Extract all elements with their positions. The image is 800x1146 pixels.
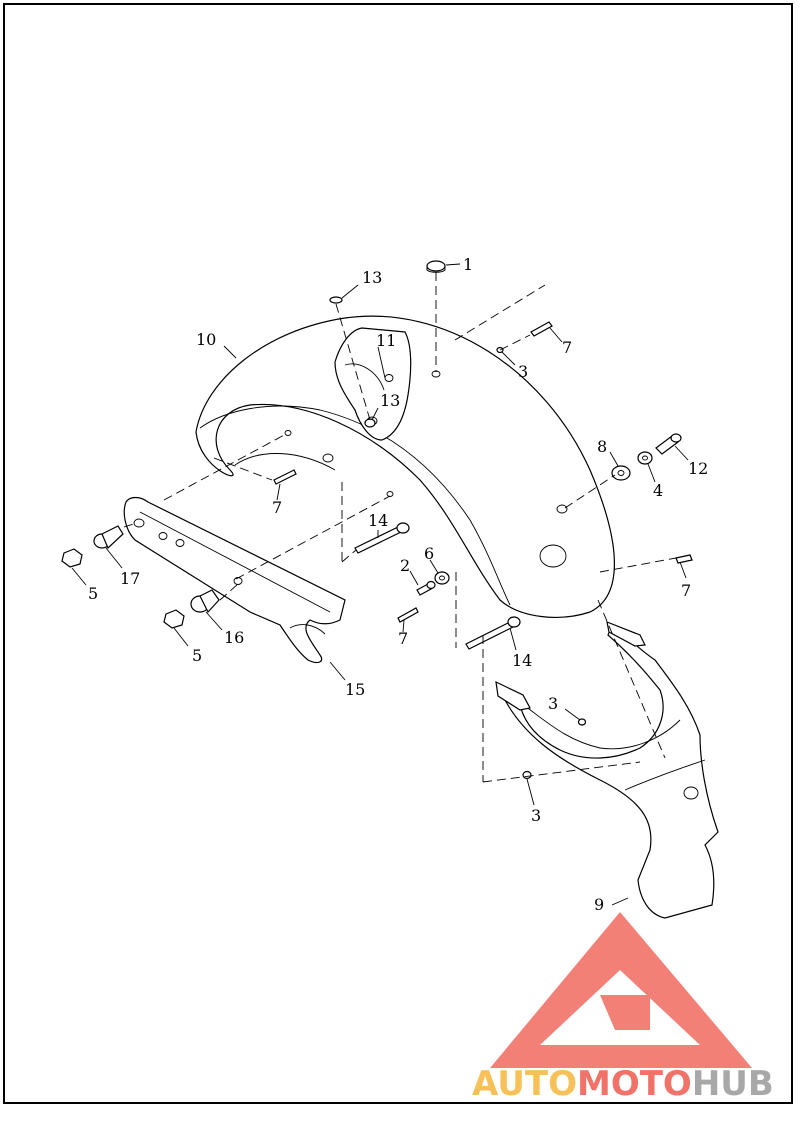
callout-7-left: 7 [272, 498, 282, 517]
washer-part-3-middle [577, 718, 587, 726]
callout-9: 9 [594, 895, 604, 914]
screw-part-7-left [273, 469, 297, 485]
callout-14-lower: 14 [512, 651, 532, 670]
washer-part-3-lower [522, 770, 532, 780]
nut-part-5-lower [163, 609, 185, 629]
callout-10: 10 [196, 330, 216, 349]
callout-4: 4 [653, 481, 663, 500]
alignment-lines [123, 272, 677, 783]
grommet-part-6 [434, 571, 450, 585]
leader-lines [71, 263, 689, 906]
callout-13-top: 13 [362, 268, 382, 287]
bushing-part-16 [190, 589, 220, 614]
bushing-part-17 [93, 525, 124, 550]
washer-part-4 [637, 451, 653, 465]
callout-1: 1 [463, 255, 473, 274]
callout-7-upper-right: 7 [562, 338, 572, 357]
nut-part-5-upper [61, 548, 83, 568]
bolt-part-12 [655, 433, 682, 455]
screw-part-7-center [397, 607, 419, 623]
callout-2: 2 [400, 556, 410, 575]
fender-bracket [334, 327, 412, 441]
callout-5-upper: 5 [88, 584, 98, 603]
watermark-word-auto: AUTO [472, 1064, 577, 1104]
callout-3-lower: 3 [531, 806, 541, 825]
screw-part-7-right [675, 554, 693, 564]
callout-labels: 1 2 3 3 3 4 5 5 6 7 7 7 7 8 9 10 11 12 1… [88, 255, 708, 914]
callout-6: 6 [424, 544, 434, 563]
screw-part-7-upper-right [530, 321, 553, 337]
callout-13-lower: 13 [380, 391, 400, 410]
callout-12: 12 [688, 459, 708, 478]
callout-3-middle: 3 [548, 694, 558, 713]
fender-support-rail [123, 496, 346, 664]
lower-fender-extension [495, 621, 719, 919]
callout-17: 17 [120, 569, 140, 588]
callout-3-upper: 3 [518, 362, 528, 381]
plug-part-1 [426, 260, 446, 273]
watermark-word-moto: MOTO [577, 1064, 692, 1104]
screw-part-2 [416, 580, 436, 596]
callout-15: 15 [345, 680, 365, 699]
rear-fender [195, 315, 615, 618]
callout-5-lower: 5 [192, 646, 202, 665]
drawing-frame [3, 3, 793, 1104]
callout-16: 16 [224, 628, 244, 647]
clip-part-13-top [329, 296, 343, 304]
callout-7-right: 7 [681, 581, 691, 600]
callout-11: 11 [376, 331, 396, 350]
callout-7-center: 7 [398, 629, 408, 648]
long-bolt-part-14-lower [465, 616, 521, 650]
clip-part-13-lower [364, 418, 376, 428]
svg-text:AUTOMOTOHUB: AUTOMOTOHUB [472, 1064, 774, 1104]
long-bolt-part-14-upper [354, 522, 410, 554]
washer-part-8 [611, 465, 631, 481]
watermark-word-hub: HUB [692, 1064, 774, 1104]
callout-8: 8 [597, 437, 607, 456]
watermark: AUTOMOTOHUB [472, 912, 774, 1104]
watermark-logo-icon [490, 912, 752, 1068]
callout-14-upper: 14 [368, 511, 388, 530]
